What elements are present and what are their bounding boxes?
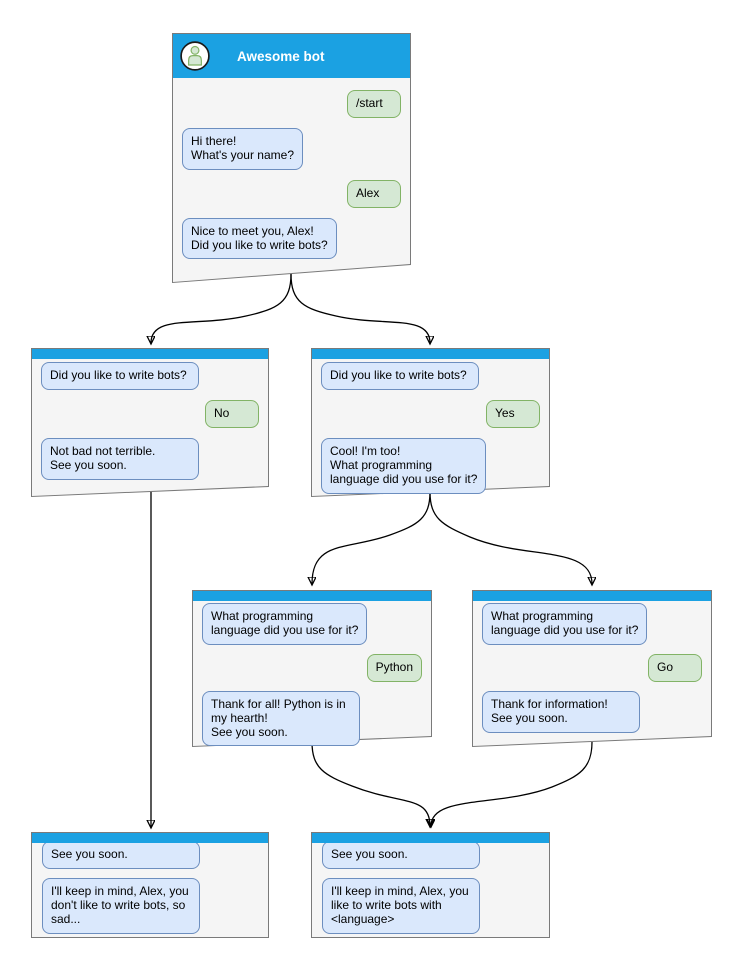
user-message-bubble: Python <box>366 653 422 682</box>
chat-window-end-no: See you soon. I'll keep in mind, Alex, y… <box>31 832 269 938</box>
connector-python-to-end <box>311 741 430 826</box>
person-icon <box>180 41 210 71</box>
window-titlebar <box>193 591 431 601</box>
chat-body: See you soon. I'll keep in mind, Alex, y… <box>313 841 548 934</box>
chat-window-branch-yes: Did you like to write bots? Yes Cool! I'… <box>311 348 550 497</box>
message-row: Did you like to write bots? <box>312 362 549 390</box>
message-row: No <box>32 399 268 428</box>
window-titlebar: Awesome bot <box>173 34 410 78</box>
window-titlebar <box>32 349 268 359</box>
bot-message-bubble: Thank for all! Python is in my hearth! S… <box>202 690 360 747</box>
chat-window-lang-python: What programming language did you use fo… <box>192 590 432 747</box>
connector-yes-to-go <box>429 491 592 584</box>
bot-message-bubble: Hi there! What's your name? <box>182 127 304 170</box>
chat-body: Did you like to write bots? No Not bad n… <box>32 359 268 480</box>
connector-root-to-yes <box>290 273 430 343</box>
chat-body: Did you like to write bots? Yes Cool! I'… <box>312 359 549 494</box>
chat-body: What programming language did you use fo… <box>473 601 711 733</box>
bot-message-bubble: What programming language did you use fo… <box>482 603 648 645</box>
message-row: Thank for information! See you soon. <box>473 690 711 733</box>
bot-message-bubble: Nice to meet you, Alex! Did you like to … <box>182 217 337 260</box>
connector-root-to-no <box>151 273 292 343</box>
chat-body: See you soon. I'll keep in mind, Alex, y… <box>33 841 267 934</box>
message-row: See you soon. <box>313 841 548 869</box>
chat-window-branch-no: Did you like to write bots? No Not bad n… <box>31 348 269 497</box>
message-row: I'll keep in mind, Alex, you like to wri… <box>313 877 548 934</box>
message-row: Go <box>473 653 711 682</box>
window-title: Awesome bot <box>237 48 325 64</box>
bot-message-bubble: Did you like to write bots? <box>41 362 199 390</box>
message-row: What programming language did you use fo… <box>473 603 711 645</box>
message-row: Did you like to write bots? <box>32 362 268 390</box>
message-row: Alex <box>173 179 410 208</box>
message-row: Hi there! What's your name? <box>173 127 410 170</box>
chat-body: /start Hi there! What's your name? Alex … <box>173 78 410 260</box>
bot-message-bubble: I'll keep in mind, Alex, you like to wri… <box>322 877 480 934</box>
user-message-bubble: /start <box>347 90 401 118</box>
message-row: Thank for all! Python is in my hearth! S… <box>193 690 431 747</box>
window-titlebar <box>32 833 268 843</box>
window-titlebar <box>473 591 711 601</box>
bot-message-bubble: See you soon. <box>42 841 200 869</box>
message-row: Python <box>193 653 431 682</box>
message-row: See you soon. <box>33 841 267 869</box>
message-row: Nice to meet you, Alex! Did you like to … <box>173 217 410 260</box>
bot-message-bubble: Did you like to write bots? <box>321 362 479 390</box>
chat-body: What programming language did you use fo… <box>193 601 431 747</box>
message-row: Cool! I'm too! What programming language… <box>312 437 549 494</box>
connector-go-to-end <box>431 741 593 826</box>
user-message-bubble: No <box>205 399 259 428</box>
window-titlebar <box>312 833 549 843</box>
connector-yes-to-python <box>312 491 431 584</box>
user-message-bubble: Alex <box>347 179 401 208</box>
chat-window-lang-go: What programming language did you use fo… <box>472 590 712 747</box>
bot-message-bubble: What programming language did you use fo… <box>202 603 368 645</box>
chat-window-root: Awesome bot /start Hi there! What's your… <box>172 33 411 283</box>
message-row: What programming language did you use fo… <box>193 603 431 645</box>
user-message-bubble: Yes <box>486 399 540 428</box>
bot-message-bubble: I'll keep in mind, Alex, you don't like … <box>42 877 200 934</box>
bot-message-bubble: Thank for information! See you soon. <box>482 690 640 733</box>
window-titlebar <box>312 349 549 359</box>
message-row: Not bad not terrible. See you soon. <box>32 437 268 480</box>
bot-message-bubble: Cool! I'm too! What programming language… <box>321 437 487 494</box>
message-row: /start <box>173 90 410 118</box>
bot-message-bubble: See you soon. <box>322 841 480 869</box>
message-row: Yes <box>312 399 549 428</box>
chat-window-end-yes: See you soon. I'll keep in mind, Alex, y… <box>311 832 550 938</box>
bot-message-bubble: Not bad not terrible. See you soon. <box>41 437 199 480</box>
message-row: I'll keep in mind, Alex, you don't like … <box>33 877 267 934</box>
user-message-bubble: Go <box>648 653 702 682</box>
